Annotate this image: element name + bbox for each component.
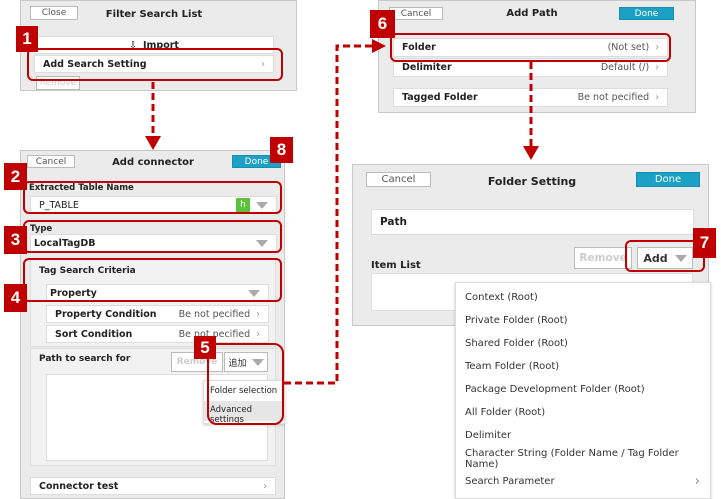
chevron-right-icon: ›: [655, 92, 659, 103]
menu-item-folder-selection[interactable]: Folder selection: [210, 386, 278, 396]
table-name-label: Extracted Table Name: [29, 183, 134, 193]
highlight-5: [207, 343, 284, 425]
remove-button[interactable]: Remove: [574, 247, 632, 269]
highlight-1: [27, 48, 283, 81]
panel-title: Filter Search List: [105, 9, 203, 20]
menu-item-label: Private Folder (Root): [465, 315, 568, 326]
menu-item-label: Delimiter: [465, 430, 512, 441]
menu-item[interactable]: Context (Root): [456, 286, 710, 309]
add-label: Add: [643, 251, 668, 265]
add-dropdown-button[interactable]: 追加: [224, 352, 268, 372]
done-button[interactable]: Done: [619, 7, 674, 20]
callout-5: 5: [194, 336, 216, 359]
chevron-right-icon: ›: [256, 328, 260, 340]
highlight-4: [23, 258, 282, 302]
menu-item[interactable]: Delimiter: [456, 424, 710, 447]
menu-item[interactable]: Shared Folder (Root): [456, 332, 710, 355]
item-list-label: Item List: [371, 260, 421, 271]
add-dropdown-menu: Folder selection Advanced settings: [203, 380, 285, 425]
menu-item-label: Shared Folder (Root): [465, 338, 568, 349]
add-search-setting-row[interactable]: Add Search Setting ›: [34, 55, 274, 73]
chevron-right-icon: ›: [261, 58, 265, 70]
chevron-right-icon: ›: [256, 308, 260, 320]
property-condition-row[interactable]: Property Condition Be not pecified ›: [46, 305, 269, 323]
sort-condition-label: Sort Condition: [55, 328, 133, 340]
import-icon: ⇩: [129, 39, 137, 51]
path-label: Path to search for: [39, 354, 131, 364]
chevron-right-icon: ›: [655, 42, 659, 53]
callout-4: 4: [4, 284, 27, 312]
tag-search-criteria-label: Tag Search Criteria: [39, 266, 136, 276]
add-dropdown-button[interactable]: Add: [637, 247, 693, 269]
property-condition-label: Property Condition: [55, 308, 157, 320]
tagged-folder-value: Be not pecified: [577, 92, 650, 103]
callout-6: 6: [370, 10, 395, 38]
callout-7: 7: [693, 228, 716, 258]
arrow-5-to-add-path: [284, 44, 374, 385]
connector-test-label: Connector test: [39, 480, 119, 492]
chevron-right-icon: ›: [263, 480, 267, 492]
delimiter-label: Delimiter: [402, 62, 452, 73]
add-search-setting-label: Add Search Setting: [43, 58, 147, 70]
dropdown-arrow-icon: [674, 254, 687, 262]
callout-3: 3: [4, 226, 27, 254]
folder-label: Folder: [402, 42, 436, 53]
table-name-value: P_TABLE: [39, 199, 79, 211]
path-row[interactable]: Path: [371, 209, 694, 235]
panel-title: Add Path: [506, 8, 558, 19]
menu-item-label: Character String (Folder Name / Tag Fold…: [465, 447, 679, 470]
highlight-2: [23, 181, 282, 214]
dropdown-arrow-icon[interactable]: [256, 201, 268, 209]
callout-8: 8: [270, 137, 293, 163]
sort-condition-value: Be not pecified: [178, 328, 251, 340]
menu-item[interactable]: Private Folder (Root): [456, 309, 710, 332]
menu-item[interactable]: Package Development Folder (Root): [456, 378, 710, 401]
highlight-6: [390, 33, 671, 62]
chevron-right-icon: ›: [694, 474, 700, 489]
callout-2: 2: [4, 163, 27, 190]
cancel-button[interactable]: Cancel: [27, 155, 75, 168]
add-connector-panel: Cancel Add connector Done Extracted Tabl…: [20, 150, 285, 499]
cancel-button[interactable]: Cancel: [366, 172, 431, 187]
arrowhead-right-icon: [372, 39, 386, 53]
add-item-menu: Context (Root) Private Folder (Root) Share…: [455, 282, 711, 499]
menu-item-label: Context (Root): [465, 292, 538, 303]
menu-item-label: Search Parameter: [465, 476, 555, 487]
menu-item-label: All Folder (Root): [465, 407, 546, 418]
menu-item-label: Package Development Folder (Root): [465, 384, 645, 395]
panel-title: Folder Setting: [487, 175, 577, 188]
table-name-input[interactable]: P_TABLE h: [30, 196, 277, 214]
type-value: LocalTagDB: [34, 237, 96, 249]
property-value: Property: [50, 287, 97, 299]
folder-value: (Not set): [607, 42, 650, 53]
panel-title: Add connector: [112, 157, 194, 168]
connector-test-row[interactable]: Connector test ›: [30, 477, 276, 495]
chevron-right-icon: ›: [655, 62, 659, 73]
import-label: Import: [142, 39, 179, 51]
dropdown-arrow-icon: [256, 239, 268, 247]
folder-row[interactable]: Folder (Not set) ›: [393, 38, 668, 57]
table-icon: h: [236, 198, 250, 212]
arrowhead-down-icon: [523, 146, 539, 160]
menu-item-advanced-settings[interactable]: Advanced settings: [204, 401, 284, 425]
callout-1: 1: [16, 26, 38, 52]
dropdown-arrow-icon: [248, 289, 260, 297]
menu-item[interactable]: All Folder (Root): [456, 401, 710, 424]
add-label: 追加: [228, 358, 247, 369]
path-label: Path: [380, 216, 407, 228]
tagged-folder-label: Tagged Folder: [402, 92, 478, 103]
arrowhead-down-icon: [145, 136, 161, 150]
menu-item-label: Team Folder (Root): [465, 361, 560, 372]
menu-item[interactable]: Character String (Folder Name / Tag Fold…: [456, 447, 710, 470]
done-button[interactable]: Done: [636, 172, 700, 187]
delimiter-value: Default (/): [600, 62, 650, 73]
close-button[interactable]: Close: [30, 6, 78, 20]
filter-search-list-panel: Close Filter Search List ⇩ Import Add Sea…: [20, 0, 297, 91]
type-label: Type: [30, 224, 53, 234]
property-condition-value: Be not pecified: [178, 308, 251, 320]
menu-item[interactable]: Team Folder (Root): [456, 355, 710, 378]
menu-item[interactable]: Search Parameter ›: [456, 470, 710, 493]
dropdown-arrow-icon: [251, 358, 264, 366]
